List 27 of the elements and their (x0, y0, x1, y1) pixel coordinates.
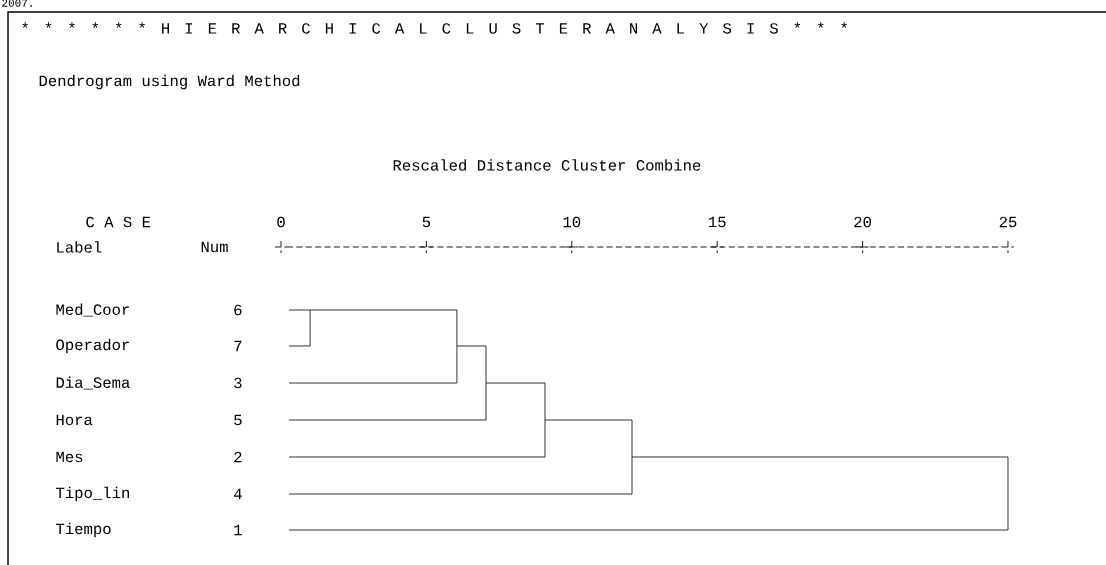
case-number: 4 (234, 488, 242, 500)
case-label: Tiempo (56, 522, 111, 538)
case-label: Hora (56, 414, 93, 426)
case-label: Operador (56, 338, 129, 354)
tick-label: 5 (422, 216, 431, 228)
tick-label: 15 (708, 216, 726, 228)
case-label: Dia_Sema (56, 376, 130, 390)
case-number: 5 (234, 414, 242, 426)
case-number: 7 (234, 340, 242, 352)
column-header: Label (57, 241, 102, 253)
tick-label: 25 (999, 216, 1017, 228)
case-number: 3 (234, 377, 242, 389)
case-label: Tipo_lin (56, 486, 129, 502)
tick-label: 20 (854, 216, 871, 228)
tick-label: 0 (277, 216, 285, 228)
column-header: C A S E (86, 216, 151, 228)
case-number: 6 (234, 304, 242, 316)
case-label: Med_Coor (56, 303, 129, 317)
case-number: 1 (234, 524, 242, 536)
case-label: Mes (56, 451, 83, 463)
column-header: Num (201, 241, 228, 253)
axis-title: Rescaled Distance Cluster Combine (393, 159, 701, 171)
case-number: 2 (234, 451, 242, 463)
heading: * * * * * * H I E R A R C H I C A L C L U S T E R A N A L Y S I S * * * (22, 22, 847, 34)
date-text: 2007. (2, 0, 32, 7)
tick-label: 10 (563, 216, 581, 228)
method-text: Dendrogram using Ward Method (39, 74, 300, 90)
